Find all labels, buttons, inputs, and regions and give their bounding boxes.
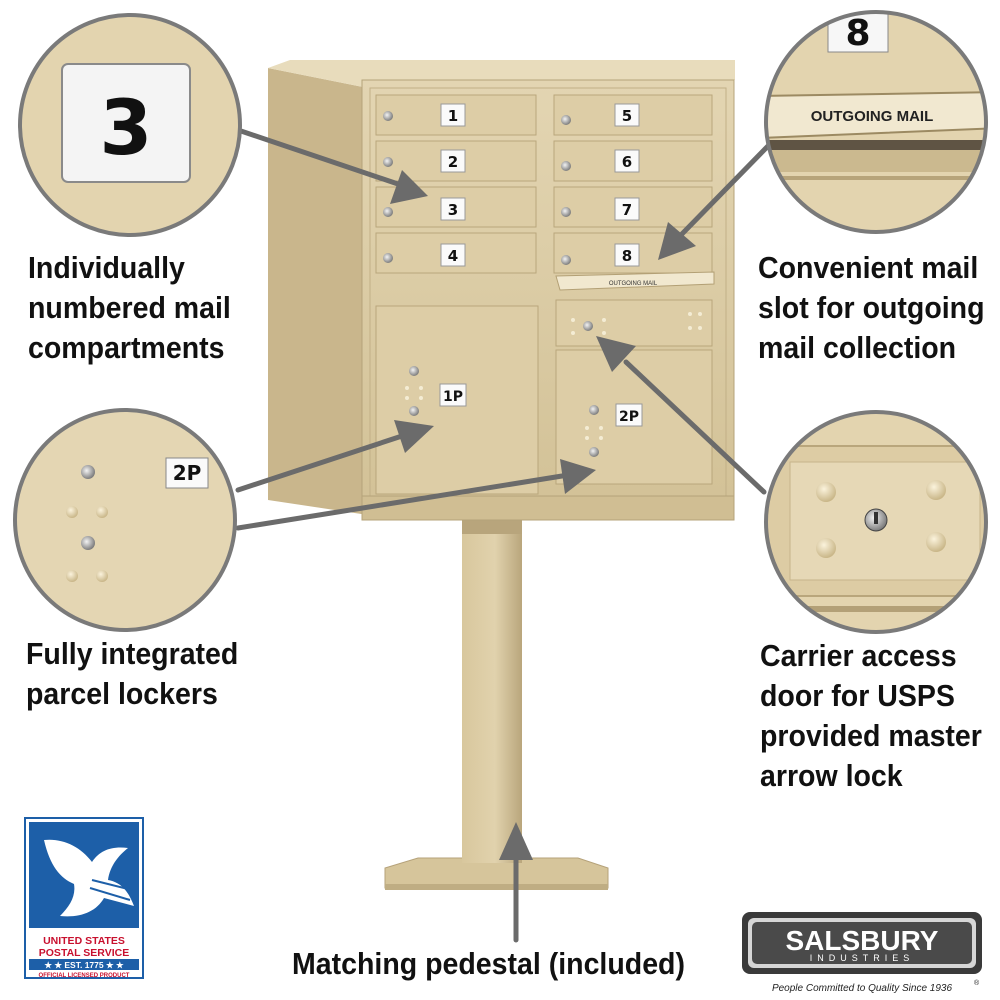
caption-carrier-door: Carrier access door for USPS provided ma… — [760, 636, 982, 796]
compartment-number: 6 — [622, 153, 632, 171]
arrow-head — [390, 170, 428, 204]
usps-line4: OFFICIAL LICENSED PRODUCT — [39, 973, 130, 979]
usps-licensed-logo: UNITED STATES POSTAL SERVICE ★ ★ EST. 17… — [24, 817, 144, 979]
compartment-number: 5 — [622, 107, 632, 125]
caption-line: numbered mail — [28, 290, 231, 325]
parcel-label: 2P — [619, 409, 639, 425]
arrow-parcel-1p — [235, 433, 405, 493]
caption-parcel-lockers: Fully integrated parcel lockers — [26, 634, 238, 714]
zoom-circle-number-plate: 3 — [18, 13, 242, 237]
caption-line: compartments — [28, 330, 225, 365]
mailbox-cabinet: 1 2 3 4 5 6 7 8 OUTGOING MAIL — [268, 60, 735, 521]
caption-line: parcel lockers — [26, 676, 218, 711]
compartment-number: 3 — [448, 201, 458, 219]
arrow-head — [560, 459, 596, 494]
caption-line: Matching pedestal (included) — [292, 946, 685, 981]
zoom-circle-outgoing-mail: 8 OUTGOING MAIL — [764, 10, 988, 234]
arrow-outgoing — [677, 143, 771, 239]
zoom-parcel-label: 2P — [173, 461, 202, 485]
outgoing-mail-slot: OUTGOING MAIL — [555, 271, 715, 291]
salsbury-sub: INDUSTRIES — [810, 953, 915, 963]
arrow-carrier-door — [623, 359, 767, 495]
compartment-number: 4 — [448, 247, 458, 265]
arrow-head — [394, 420, 434, 453]
arrow-head — [658, 222, 696, 260]
caption-pedestal: Matching pedestal (included) — [292, 944, 685, 984]
caption-outgoing-slot: Convenient mail slot for outgoing mail c… — [758, 248, 985, 368]
caption-line: mail collection — [758, 330, 957, 365]
caption-line: Fully integrated — [26, 636, 239, 671]
compartment-number: 7 — [622, 201, 632, 219]
caption-line: arrow lock — [760, 758, 903, 793]
arrow-parcel-2p — [235, 473, 565, 531]
zoom-top-number: 8 — [845, 13, 870, 54]
carrier-access-door — [555, 299, 713, 347]
caption-line: slot for outgoing — [758, 290, 985, 325]
caption-compartments: Individually numbered mail compartments — [28, 248, 231, 368]
salsbury-industries-logo: SALSBURY INDUSTRIES People Committed to … — [742, 912, 982, 994]
caption-line: provided master — [760, 718, 982, 753]
arrow-compartments — [235, 127, 401, 187]
compartment-number-plates: 1 2 3 4 5 6 7 8 — [440, 103, 640, 267]
compartment-locks — [383, 111, 571, 265]
zoom-outgoing-label: OUTGOING MAIL — [811, 108, 934, 125]
caption-line: Carrier access — [760, 638, 957, 673]
salsbury-reg-mark: ® — [974, 979, 980, 987]
compartment-number: 2 — [448, 153, 458, 171]
caption-line: door for USPS — [760, 678, 955, 713]
parcel-label: 1P — [443, 389, 463, 405]
outgoing-slot-label: OUTGOING MAIL — [609, 281, 658, 287]
usps-line1: UNITED STATES — [43, 935, 125, 947]
salsbury-tagline: People Committed to Quality Since 1936 — [772, 983, 953, 994]
usps-line3: ★ ★ EST. 1775 ★ ★ — [44, 960, 125, 970]
callout-arrows — [235, 127, 771, 943]
compartment-number: 8 — [622, 247, 632, 265]
zoom-circle-carrier-lock — [764, 410, 988, 634]
arrow-head — [499, 822, 533, 860]
caption-line: Individually — [28, 250, 185, 285]
pedestal — [384, 518, 609, 890]
zoom-circle-parcel-locker: 2P — [13, 408, 237, 632]
eagle-icon — [44, 839, 134, 917]
lock-icon — [81, 536, 95, 550]
parcel-locker-1p: 1P — [375, 305, 539, 495]
pedestal-post — [462, 518, 522, 863]
compartment-number: 1 — [448, 107, 458, 125]
usps-line2: POSTAL SERVICE — [39, 947, 129, 959]
caption-line: Convenient mail — [758, 250, 979, 285]
zoom-plate-number: 3 — [100, 83, 153, 172]
lock-icon — [81, 465, 95, 479]
salsbury-name: SALSBURY — [786, 925, 939, 956]
arrow-head — [596, 336, 636, 372]
